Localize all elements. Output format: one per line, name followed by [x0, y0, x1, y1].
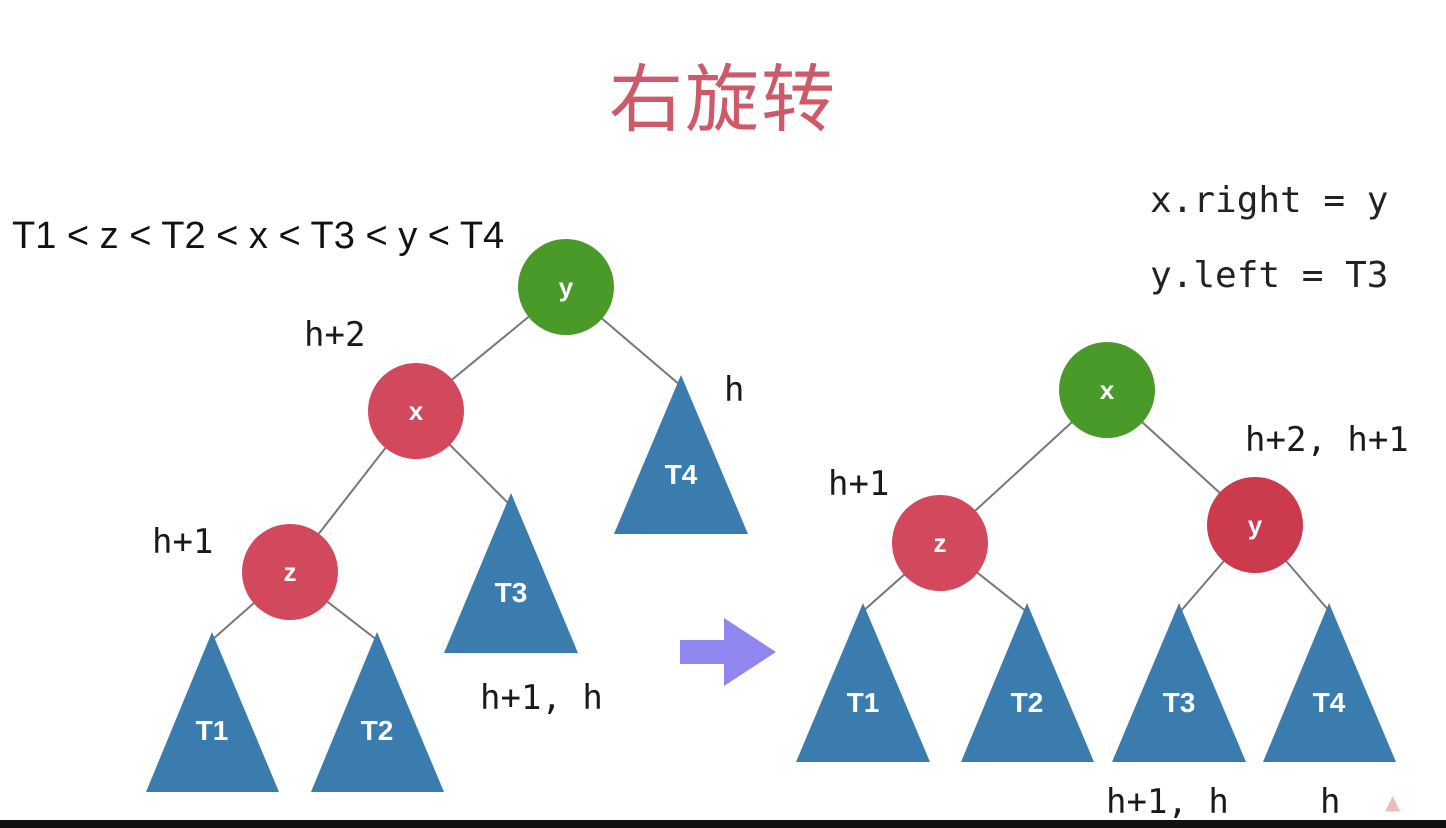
left-t3-height-label: h+1, h	[480, 678, 603, 718]
ordering-relation: T1 < z < T2 < x < T3 < y < T4	[12, 215, 505, 257]
left-subtree-t2: T2	[311, 632, 444, 792]
right-node-x: x	[1059, 342, 1155, 438]
left-subtree-t4: T4	[614, 375, 748, 534]
code-line-y-left: y.left = T3	[1150, 255, 1389, 296]
svg-text:z: z	[934, 528, 947, 558]
left-t4-height-label: h	[724, 370, 745, 410]
right-arrow-icon	[680, 618, 776, 686]
code-line-x-right: x.right = y	[1150, 180, 1389, 221]
right-subtree-t4: T4	[1263, 603, 1396, 762]
right-t3-height-label: h+1, h	[1106, 782, 1229, 822]
right-subtree-t3: T3	[1112, 603, 1246, 762]
svg-text:T4: T4	[1313, 687, 1346, 718]
left-node-y: y	[518, 239, 614, 335]
svg-text:T3: T3	[1163, 687, 1196, 718]
logo-icon: ▲	[1385, 790, 1401, 814]
slide-title: 右旋转	[609, 57, 837, 143]
right-y-height-label: h+2, h+1	[1245, 420, 1409, 460]
svg-text:T2: T2	[361, 715, 394, 746]
svg-text:z: z	[284, 557, 297, 587]
right-node-z: z	[892, 495, 988, 591]
right-node-y: y	[1207, 477, 1303, 573]
right-t4-height-label: h	[1320, 782, 1341, 822]
right-subtree-t1: T1	[796, 603, 930, 762]
right-subtree-t2: T2	[961, 603, 1094, 762]
bottom-bar	[0, 820, 1446, 828]
left-subtree-t1: T1	[146, 632, 279, 792]
svg-text:T3: T3	[495, 577, 528, 608]
svg-text:T1: T1	[196, 715, 229, 746]
svg-text:y: y	[559, 272, 574, 302]
svg-text:y: y	[1248, 510, 1263, 540]
svg-text:T2: T2	[1011, 687, 1044, 718]
svg-text:x: x	[1100, 375, 1115, 405]
left-x-height-label: h+2	[304, 315, 366, 355]
svg-text:T4: T4	[665, 459, 698, 490]
left-node-x: x	[368, 363, 464, 459]
left-node-z: z	[242, 524, 338, 620]
svg-text:T1: T1	[847, 687, 880, 718]
left-subtree-t3: T3	[444, 493, 578, 653]
left-z-height-label: h+1	[152, 522, 214, 562]
right-z-height-label: h+1	[828, 464, 890, 504]
svg-text:x: x	[409, 396, 424, 426]
